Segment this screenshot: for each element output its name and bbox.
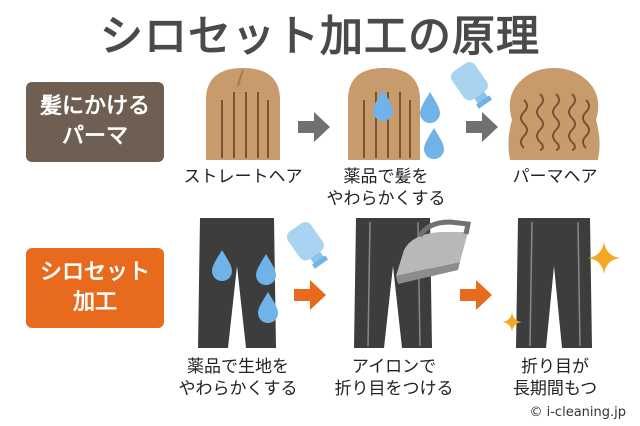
pants-icon <box>198 218 276 348</box>
caption-line: 折り目が <box>521 357 589 377</box>
siroset-label-line1: シロセット <box>39 260 150 285</box>
caption-iron-crease: アイロンで 折り目をつける <box>326 356 462 400</box>
straight-hair-icon <box>206 68 280 160</box>
arrow-right-icon <box>298 112 330 142</box>
arrow-right-icon <box>466 112 498 142</box>
caption-line: やわらかくする <box>326 189 446 209</box>
caption-line: アイロンで <box>351 357 437 377</box>
hair-perm-label: 髪にかける パーマ <box>26 82 164 162</box>
iron-icon <box>396 219 471 284</box>
siroset-label: シロセット 加工 <box>26 248 164 328</box>
drop-icon <box>424 128 444 159</box>
caption-softened-hair: 薬品で髪を やわらかくする <box>316 166 456 210</box>
permed-hair-icon <box>508 68 600 160</box>
caption-line: 長期間もつ <box>512 379 598 399</box>
caption-soften-fabric: 薬品で生地を やわらかくする <box>170 356 306 400</box>
caption-line: 薬品で髪を <box>343 167 429 187</box>
caption-line: 薬品で生地を <box>187 357 289 377</box>
caption-line: ストレートヘア <box>183 167 303 187</box>
siroset-label-line2: 加工 <box>72 290 117 315</box>
chemical-bottle-icon <box>286 221 329 269</box>
copyright-text: © i-cleaning.jp <box>529 405 627 420</box>
caption-line: やわらかくする <box>178 379 298 399</box>
sparkle-icon <box>502 312 522 332</box>
arrow-right-icon <box>460 280 492 310</box>
pants-icon <box>516 218 592 348</box>
caption-perm-hair: パーマヘア <box>490 166 620 188</box>
caption-line: 折り目をつける <box>334 379 454 399</box>
hair-perm-label-line2: パーマ <box>61 124 128 149</box>
drop-icon <box>420 92 440 123</box>
arrow-right-icon <box>294 280 326 310</box>
caption-crease-lasts: 折り目が 長期間もつ <box>494 356 616 400</box>
page-title: シロセット加工の原理 <box>100 12 540 62</box>
hair-perm-label-line1: 髪にかける <box>39 94 150 119</box>
caption-straight-hair: ストレートヘア <box>170 166 316 188</box>
chemical-bottle-icon <box>450 61 493 109</box>
caption-line: パーマヘア <box>512 167 598 187</box>
sparkle-icon <box>588 242 620 274</box>
